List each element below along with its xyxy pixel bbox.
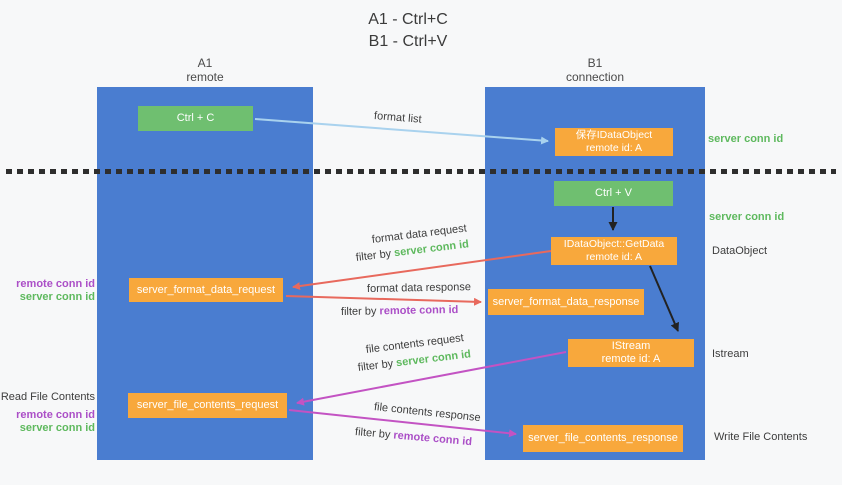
node-server-file-contents-response: server_file_contents_response [523,425,683,452]
arrow-file-contents-request [296,351,567,406]
label-server-conn-id-2: server conn id [19,422,95,434]
label-block-read-file: Read File Contents remote conn id server… [0,391,95,435]
node-server-file-contents-request: server_file_contents_request [128,393,287,418]
label-format-data-response: format data response [366,281,472,295]
node-istream: IStream remote id: A [568,339,694,367]
label-istream: Istream [712,348,749,360]
node-ctrl-v-label: Ctrl + V [595,187,632,199]
label-remote-conn-id-1: remote conn id [16,278,95,290]
column-a1-name: A1 [197,56,213,70]
label-server-conn-id-1: server conn id [19,291,95,303]
label-write-file-contents: Write File Contents [714,431,808,443]
label-dataobject: DataObject [712,245,768,257]
filter-by-text: filter by [354,426,394,442]
label-read-file-contents: Read File Contents [0,391,95,403]
label-remote-conn-id-2: remote conn id [16,409,95,421]
node-save-dataobject: 保存IDataObject remote id: A [555,128,673,156]
node-getdata-line2: remote id: A [585,251,643,263]
node-save-dataobject-line1: 保存IDataObject [575,129,653,141]
arrow-format-data-request [292,250,552,290]
arrow-format-data-response [285,295,482,306]
diagram-title: A1 - Ctrl+C B1 - Ctrl+V [0,9,816,53]
filter-by-text: filter by [340,305,380,318]
node-ctrl-c-label: Ctrl + C [176,112,215,124]
title-line-2: B1 - Ctrl+V [368,33,448,50]
column-header-a1: A1 remote [97,56,313,84]
node-ctrl-c: Ctrl + C [138,106,253,131]
arrow-format-list [254,118,549,145]
node-getdata: IDataObject::GetData remote id: A [551,237,677,265]
node-istream-line2: remote id: A [601,353,661,365]
dotted-separator-line [6,169,836,174]
column-b1-subtitle: connection [565,70,625,84]
node-server-format-data-request: server_format_data_request [129,278,283,302]
title-line-1: A1 - Ctrl+C [368,11,448,28]
remote-conn-id-text: remote conn id [379,303,459,318]
node-server-format-data-request-label: server_format_data_request [136,283,276,296]
column-a1-subtitle: remote [186,70,224,84]
node-server-format-data-response-label: server_format_data_response [492,295,640,308]
node-save-dataobject-line2: remote id: A [585,142,643,154]
node-server-file-contents-request-label: server_file_contents_request [136,399,279,411]
label-server-conn-id-mid: server conn id [709,211,785,223]
node-istream-line1: IStream [611,340,651,352]
node-server-file-contents-response-label: server_file_contents_response [528,432,678,444]
column-b1-name: B1 [587,56,603,70]
label-server-conn-id-top: server conn id [708,133,784,145]
column-header-b1: B1 connection [485,56,705,84]
label-block-format-conn-ids: remote conn id server conn id [0,278,95,304]
arrow-file-contents-response [288,409,517,438]
arrow-getdata-to-istream [649,265,679,332]
node-server-format-data-response: server_format_data_response [488,289,644,315]
node-ctrl-v: Ctrl + V [554,181,673,206]
node-getdata-line1: IDataObject::GetData [563,238,665,250]
label-filter-by-remote-conn-id-1: filter by remote conn id [341,304,459,319]
